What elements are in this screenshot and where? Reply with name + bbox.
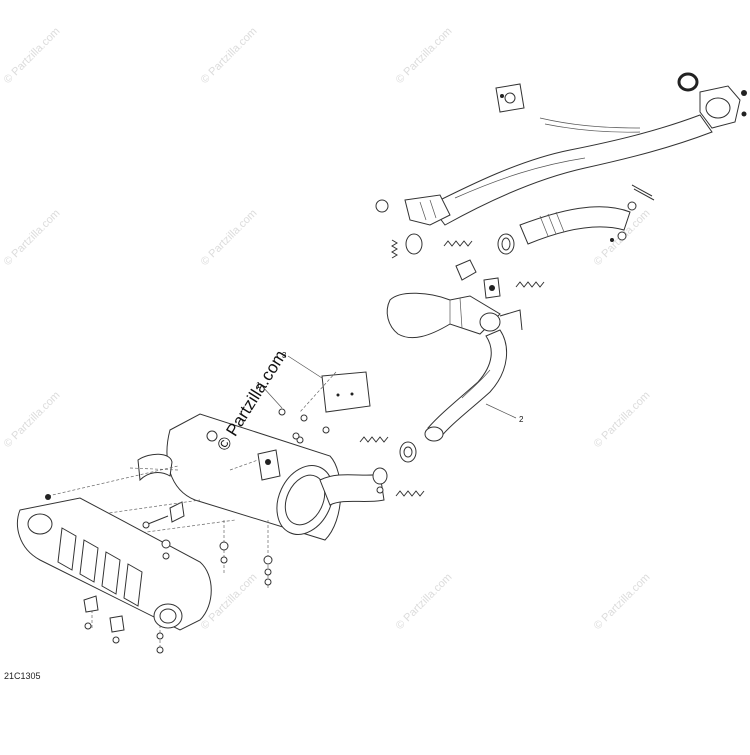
small-hardware (610, 201, 637, 242)
callout-2: 2 (519, 415, 524, 424)
heat-shield-bracket (495, 83, 525, 113)
muffler-bracket (257, 449, 281, 481)
watermark-tile: © Partzilla.com (592, 571, 653, 632)
header-pipe (429, 114, 713, 226)
mid-pipe (386, 292, 523, 339)
guard-hardware (83, 539, 273, 654)
spring-1 (443, 240, 473, 247)
watermark-tile: © Partzilla.com (592, 389, 653, 450)
clamp-ring-1 (405, 233, 423, 255)
heat-shield-plate (321, 371, 371, 413)
spring-4 (359, 436, 389, 443)
spring-clip (631, 184, 655, 201)
watermark-tile: © Partzilla.com (199, 207, 260, 268)
plate-screws (278, 408, 330, 444)
watermark-tile: © Partzilla.com (2, 389, 63, 450)
diagram-code: 21C1305 (4, 671, 41, 681)
watermark-tile: © Partzilla.com (2, 25, 63, 86)
spring-5 (395, 490, 425, 497)
hanger-grommet (483, 277, 501, 299)
gasket-ring (677, 72, 699, 92)
muffler-mount-hardware (142, 430, 384, 529)
clamp-ring-3 (455, 259, 477, 281)
y-junction (375, 194, 451, 226)
down-pipe (424, 329, 508, 442)
clamp-ring-2 (497, 233, 515, 255)
clamp-ring-4 (399, 441, 417, 463)
watermark-tile: © Partzilla.com (2, 207, 63, 268)
watermark-tile: © Partzilla.com (199, 25, 260, 86)
watermark-tile: © Partzilla.com (394, 25, 455, 86)
callout-leaders (261, 355, 517, 419)
secondary-pipe (519, 206, 631, 245)
callout-3: 3 (282, 351, 287, 360)
manifold-flange (699, 85, 747, 129)
assembly-lines (47, 371, 337, 652)
watermark-tile: © Partzilla.com (394, 571, 455, 632)
muffler (137, 413, 388, 541)
callout-1: 1 (256, 381, 261, 390)
muffler-guard (17, 494, 212, 631)
spring-3 (391, 239, 398, 259)
spring-2 (515, 281, 545, 288)
